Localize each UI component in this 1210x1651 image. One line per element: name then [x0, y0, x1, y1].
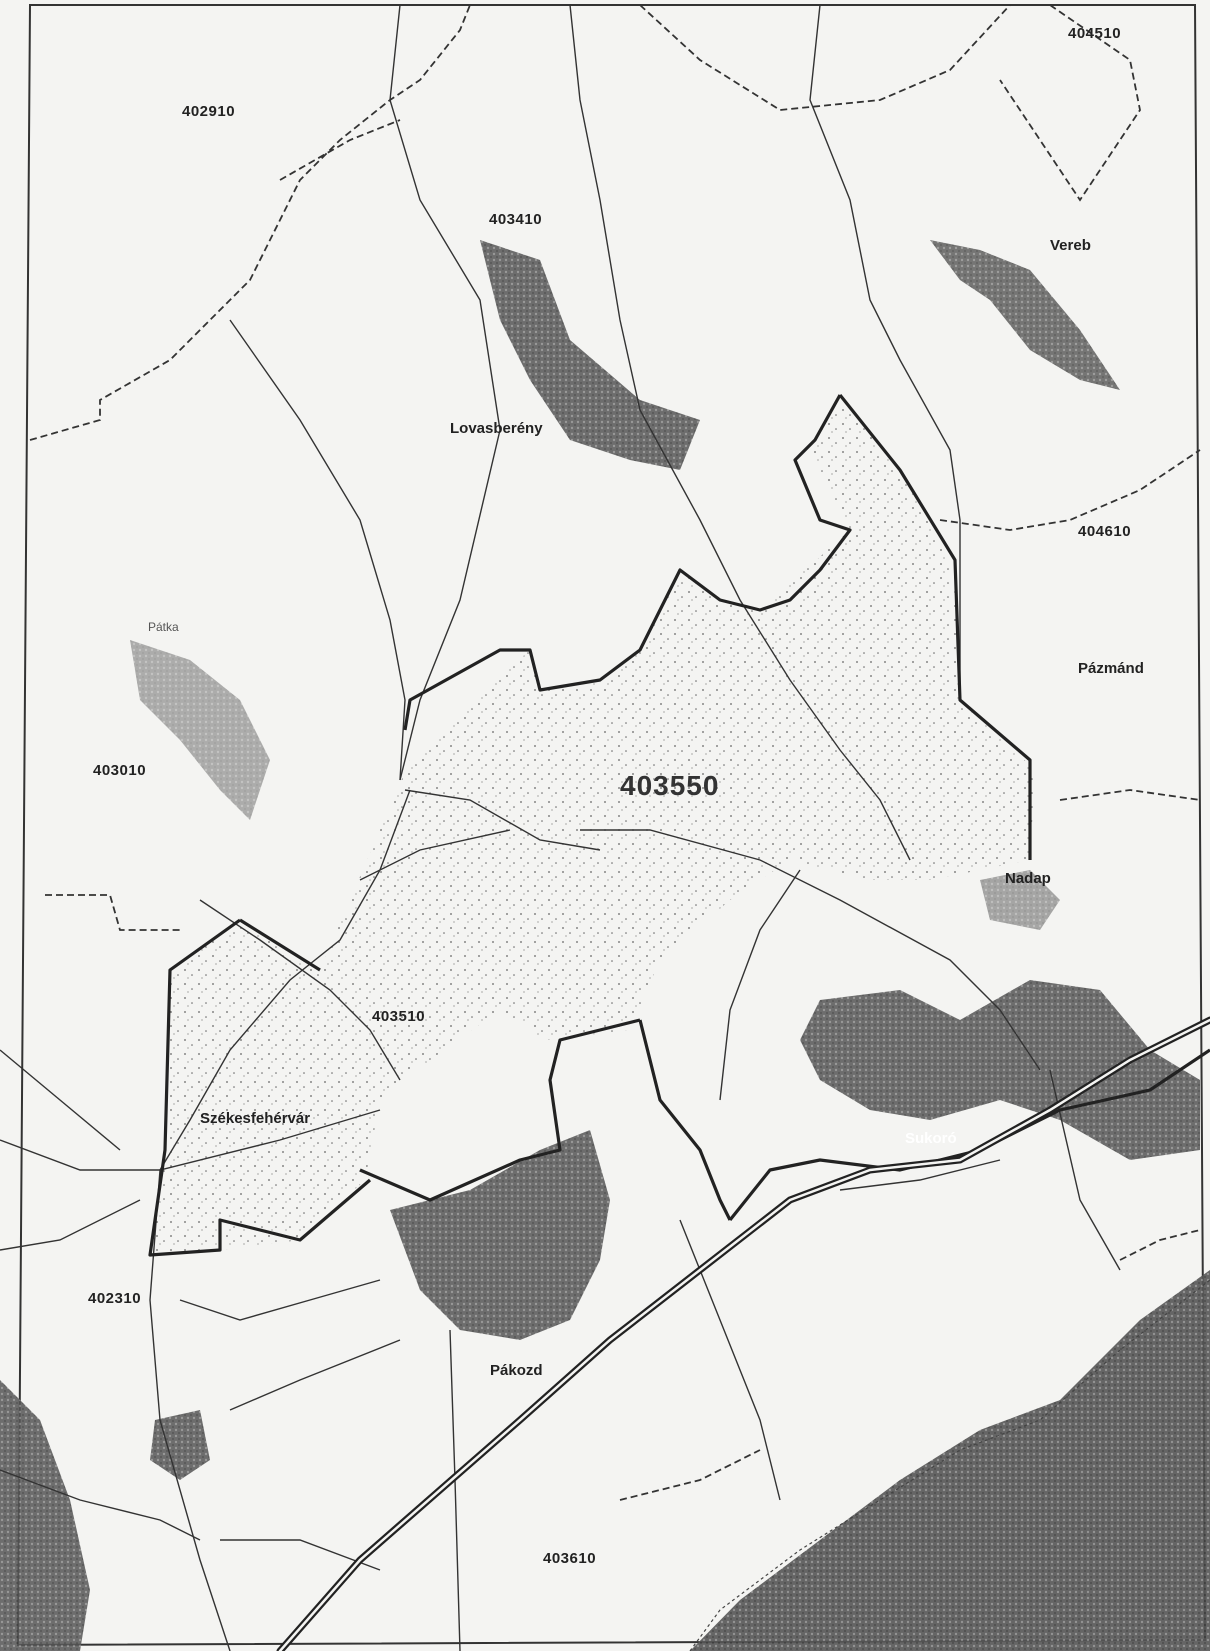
forest-southwest — [0, 1380, 90, 1651]
forest-lovasbereny — [480, 240, 700, 470]
forest-small — [150, 1410, 210, 1480]
forest-pakozd — [390, 1130, 610, 1340]
place-lovasbereny: Lovasberény — [450, 420, 543, 437]
place-nadap: Nadap — [1005, 870, 1051, 887]
highway — [276, 1016, 1210, 1651]
place-szekesfehervar: Székesfehérvár — [200, 1110, 311, 1127]
zone-code-404610: 404610 — [1078, 523, 1132, 540]
place-pazmand: Pázmánd — [1078, 660, 1144, 677]
zone-code-403610: 403610 — [543, 1550, 597, 1567]
forest-southeast — [690, 1270, 1210, 1651]
place-sukoro: Sukoró — [905, 1130, 957, 1147]
zone-code-403410: 403410 — [489, 211, 543, 228]
place-patka: Pátka — [148, 620, 179, 634]
highlighted-zone-403550 — [150, 395, 1035, 1255]
place-pakozd: Pákozd — [490, 1362, 543, 1379]
zone-code-403010: 403010 — [93, 762, 147, 779]
zone-code-403510: 403510 — [372, 1008, 426, 1025]
dashed-boundaries — [29, 4, 1201, 1501]
lake-shore — [689, 1279, 1210, 1651]
forest-nadap — [980, 870, 1060, 930]
place-vereb: Vereb — [1050, 237, 1091, 254]
forest-patka — [130, 640, 270, 820]
zone-code-403550: 403550 — [620, 770, 720, 801]
zone-code-402910: 402910 — [182, 103, 236, 120]
forest-vereb — [930, 240, 1120, 390]
zone-boundary-bold — [148, 394, 1210, 1257]
zone-code-404510: 404510 — [1068, 25, 1122, 42]
zone-code-402310: 402310 — [88, 1290, 142, 1307]
forest-sukoro — [800, 980, 1200, 1160]
